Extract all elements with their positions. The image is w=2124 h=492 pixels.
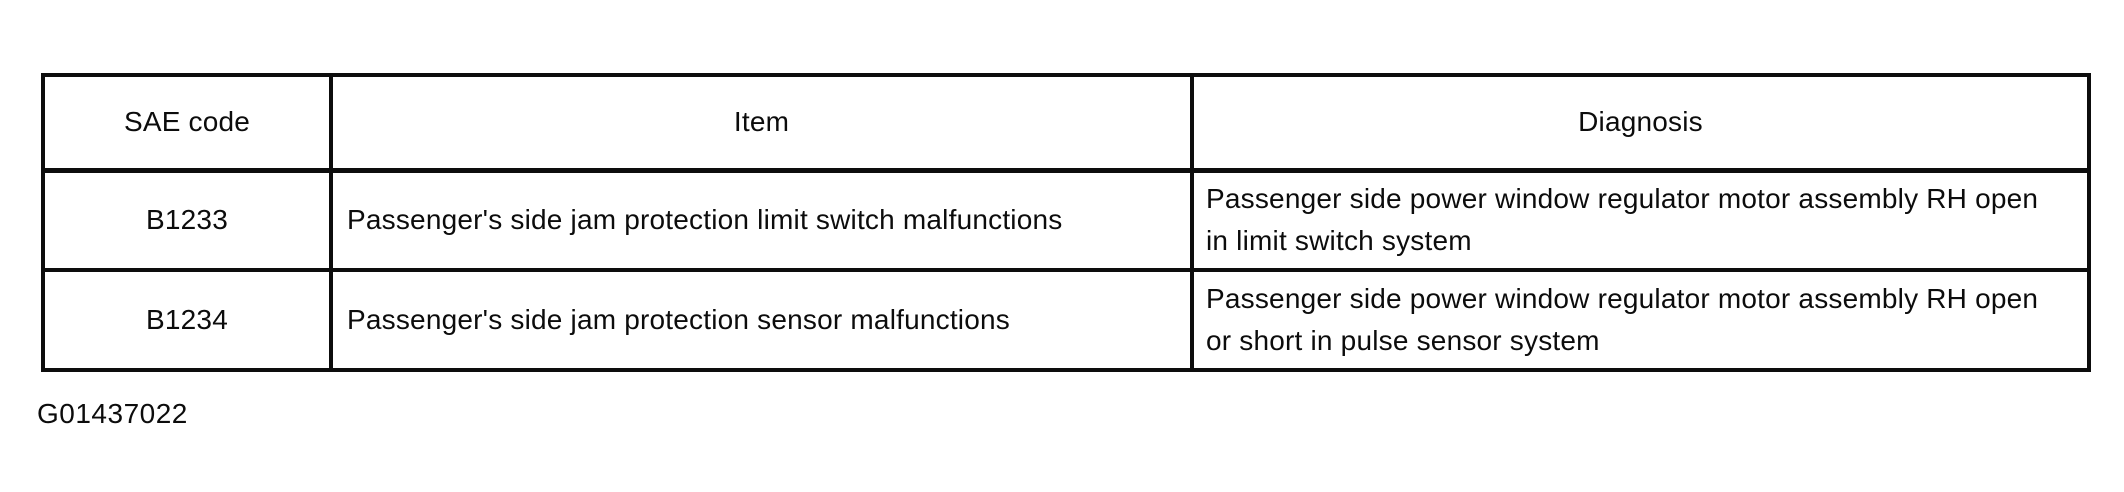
table-header-row: SAE code Item Diagnosis [41, 73, 2091, 173]
sae-code-cell: B1233 [41, 168, 333, 272]
table-row: B1234 Passenger's side jam protection se… [41, 268, 2091, 372]
diagnosis-cell: Passenger side power window regulator mo… [1190, 168, 2091, 272]
sae-code-cell: B1234 [41, 268, 333, 372]
item-cell: Passenger's side jam protection limit sw… [329, 168, 1194, 272]
figure-id-label: G01437022 [37, 398, 188, 429]
column-header-item: Item [329, 73, 1194, 173]
sae-code-diagnosis-table: SAE code Item Diagnosis B1233 Passenger'… [41, 73, 2091, 372]
table-row: B1233 Passenger's side jam protection li… [41, 168, 2091, 272]
column-header-diagnosis: Diagnosis [1190, 73, 2091, 173]
item-cell: Passenger's side jam protection sensor m… [329, 268, 1194, 372]
diagnosis-cell: Passenger side power window regulator mo… [1190, 268, 2091, 372]
column-header-sae-code: SAE code [41, 73, 333, 173]
